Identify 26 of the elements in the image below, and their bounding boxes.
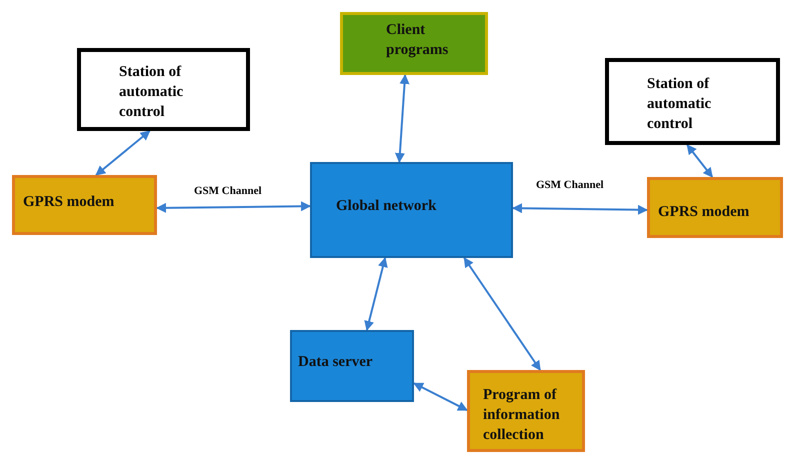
node-label: Data server [298,353,374,372]
station-box [605,58,780,145]
node-label: GPRS modem [658,203,750,222]
process-box [647,177,783,238]
arrow [686,144,714,178]
process-box [467,370,585,452]
node-label: Station of automatic control [119,63,184,122]
process-box [12,175,157,235]
arrow [95,130,150,176]
node-label: Client programs [386,21,450,60]
node-label: GPRS modem [23,193,116,212]
node-label: Program of information collection [483,386,561,445]
process-box [340,12,488,75]
arrow [156,201,311,213]
arrow [394,74,410,163]
node-label: Station of automatic control [647,75,712,134]
arrow [512,203,648,215]
arrow [413,382,468,412]
arrow [364,257,388,331]
arrow [463,257,541,371]
process-box [290,330,414,402]
station-box [77,48,250,131]
node-label: Global network [336,197,438,216]
process-box [310,162,513,258]
edge-label: GSM Channel [534,179,606,191]
edge-label: GSM Channel [192,185,264,197]
